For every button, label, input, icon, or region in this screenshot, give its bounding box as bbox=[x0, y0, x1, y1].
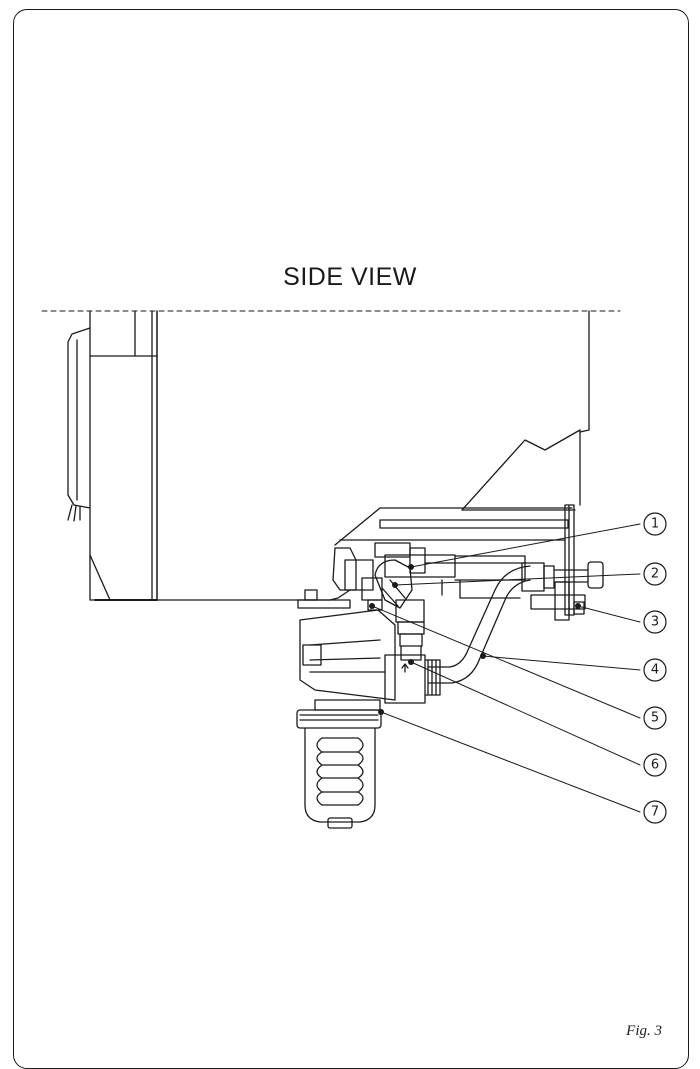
callout-1: 1 bbox=[651, 517, 659, 532]
callout-3: 3 bbox=[651, 615, 659, 630]
boiler-body bbox=[156, 310, 590, 601]
callout-5: 5 bbox=[651, 711, 659, 726]
leader-dots bbox=[369, 564, 581, 715]
callout-circles bbox=[643, 512, 667, 824]
flexible-hose bbox=[427, 565, 531, 684]
figure-reference: Fig. 3 bbox=[626, 1023, 662, 1039]
filter-bowl bbox=[296, 699, 382, 829]
boiler-side-cabinet bbox=[67, 310, 158, 601]
filter-head bbox=[299, 609, 441, 704]
hydraulic-manifold bbox=[297, 542, 604, 611]
callout-7: 7 bbox=[651, 805, 659, 820]
callout-4: 4 bbox=[651, 663, 659, 678]
callout-6: 6 bbox=[651, 758, 659, 773]
leader-lines bbox=[371, 523, 641, 813]
callout-2: 2 bbox=[651, 567, 659, 582]
diagram-title: SIDE VIEW bbox=[283, 263, 417, 291]
